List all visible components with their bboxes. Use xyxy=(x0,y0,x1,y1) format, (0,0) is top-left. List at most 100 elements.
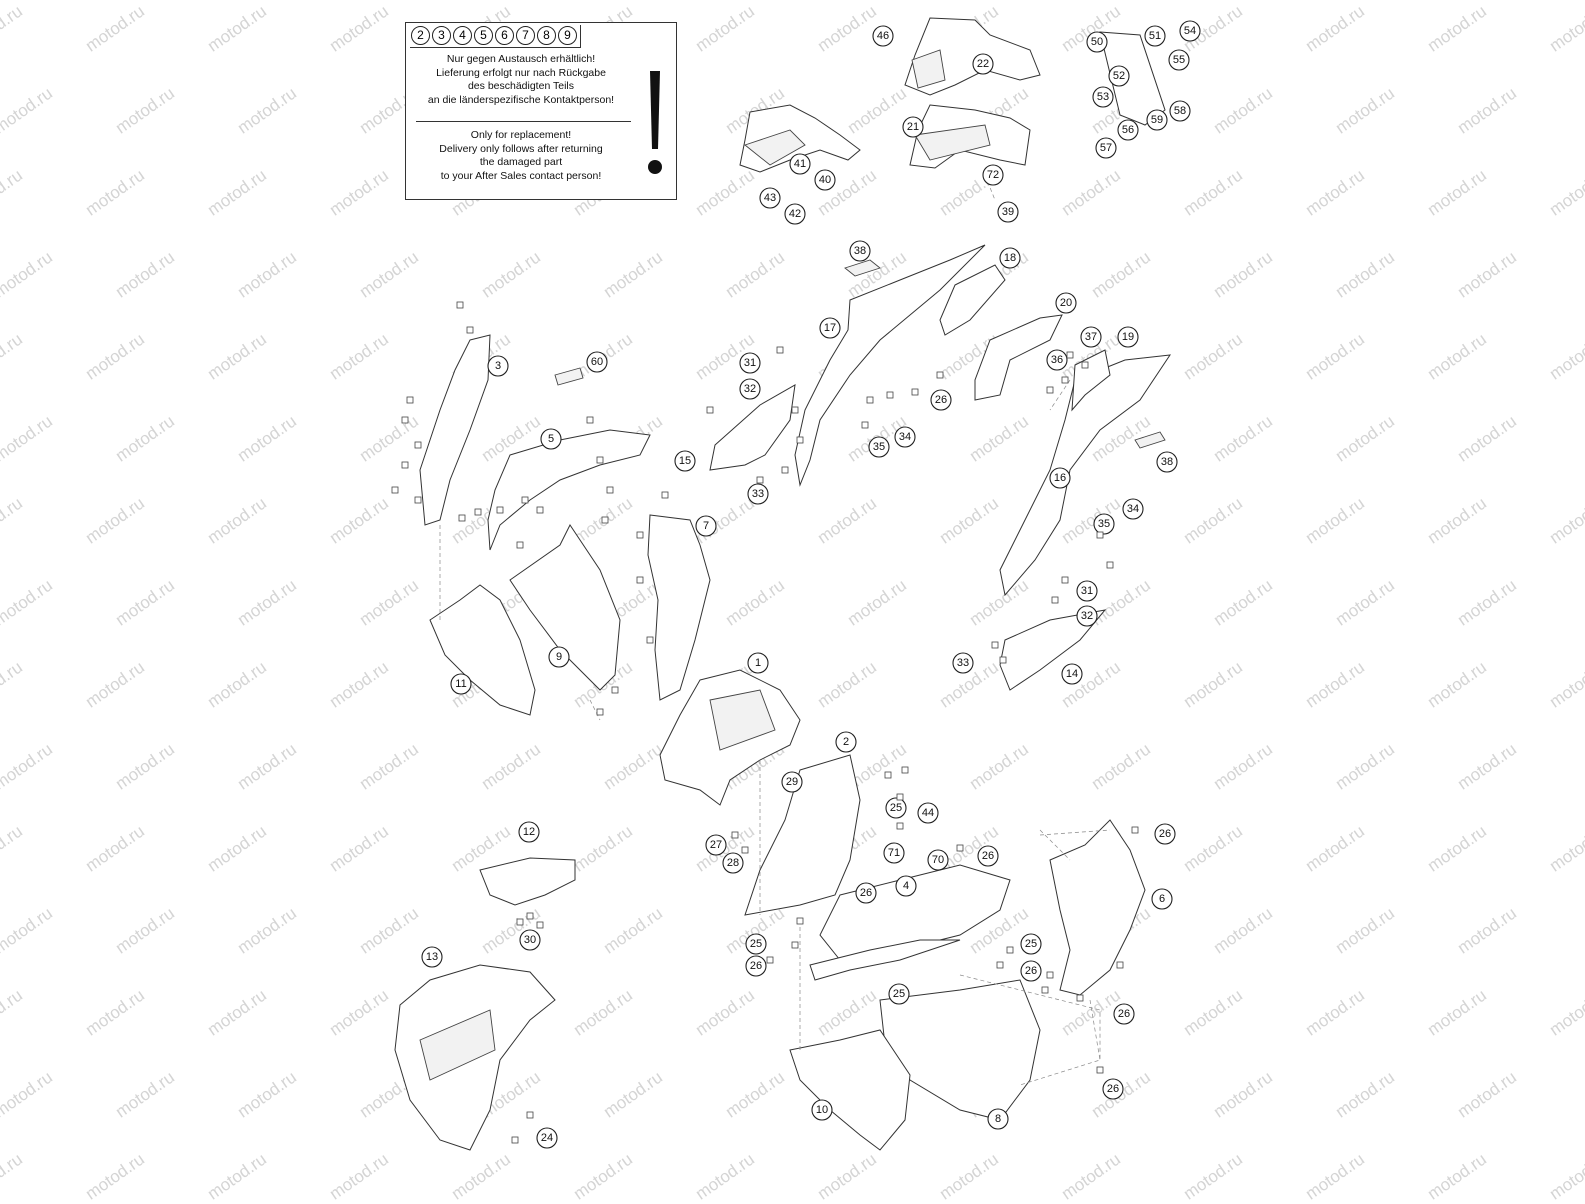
callout-circle xyxy=(1061,663,1083,685)
callout-number: 13 xyxy=(426,951,438,963)
callout-number: 28 xyxy=(727,857,739,869)
part-60-roller xyxy=(554,367,584,386)
bolt-icon xyxy=(731,831,739,839)
callout-circle xyxy=(999,247,1021,269)
callout-circle xyxy=(902,116,924,138)
callout-34: 34 xyxy=(894,426,916,448)
callout-51: 51 xyxy=(1144,25,1166,47)
callout-circle xyxy=(1113,1003,1135,1025)
callout-55: 55 xyxy=(1168,49,1190,71)
bolt-icon xyxy=(511,1136,519,1144)
callout-circle xyxy=(1102,1078,1124,1100)
callout-number: 53 xyxy=(1097,91,1109,103)
bolt-icon xyxy=(866,396,874,404)
callout-circle xyxy=(1076,605,1098,627)
callout-26: 26 xyxy=(745,955,767,977)
callout-circle xyxy=(1095,137,1117,159)
callout-circle xyxy=(982,164,1004,186)
callout-number: 2 xyxy=(843,736,849,748)
part-21-detail xyxy=(914,124,991,161)
callout-circle xyxy=(1086,31,1108,53)
bolt-icon xyxy=(661,491,669,499)
callout-number: 12 xyxy=(523,826,535,838)
callout-circle xyxy=(1020,960,1042,982)
bolt-icon xyxy=(1051,596,1059,604)
bolt-icon xyxy=(1096,1066,1104,1074)
callout-41: 41 xyxy=(789,153,811,175)
callout-43: 43 xyxy=(759,187,781,209)
bolt-icon xyxy=(756,476,764,484)
callout-number: 54 xyxy=(1184,25,1196,37)
notice-german-line: Nur gegen Austausch erhältlich! xyxy=(446,53,596,65)
callout-15: 15 xyxy=(674,450,696,472)
bolt-icon xyxy=(606,486,614,494)
callout-12: 12 xyxy=(518,821,540,843)
callout-number: 14 xyxy=(1066,668,1078,680)
callout-circle xyxy=(1154,823,1176,845)
callout-36: 36 xyxy=(1046,349,1068,371)
callout-number: 50 xyxy=(1091,36,1103,48)
callout-circle xyxy=(972,53,994,75)
callout-circle xyxy=(739,378,761,400)
callout-number: 58 xyxy=(1174,105,1186,117)
callout-number: 25 xyxy=(893,988,905,1000)
callout-46: 46 xyxy=(872,25,894,47)
callout-circle xyxy=(1168,49,1190,71)
callout-circle xyxy=(586,351,608,373)
notice-english-text: Only for replacement!Delivery only follo… xyxy=(406,129,636,183)
callout-circle xyxy=(1122,498,1144,520)
bolt-icon xyxy=(796,917,804,925)
bolt-icon xyxy=(991,641,999,649)
part-19-bracket xyxy=(1071,349,1111,412)
callout-circle xyxy=(745,933,767,955)
bolt-icon xyxy=(956,844,964,852)
callout-28: 28 xyxy=(722,852,744,874)
callout-circle xyxy=(917,802,939,824)
bolt-icon xyxy=(1041,986,1049,994)
callout-31: 31 xyxy=(1076,580,1098,602)
callout-circle xyxy=(747,483,769,505)
part-3-fairing-upper-left xyxy=(419,334,491,526)
callout-number: 44 xyxy=(922,807,934,819)
notice-number-2: 2 xyxy=(411,26,430,45)
callout-33: 33 xyxy=(747,483,769,505)
callout-number: 26 xyxy=(935,394,947,406)
callout-number: 27 xyxy=(710,839,722,851)
callout-number: 26 xyxy=(1107,1083,1119,1095)
callout-38: 38 xyxy=(849,240,871,262)
bolt-icon xyxy=(901,766,909,774)
callout-circle xyxy=(819,317,841,339)
callout-circle xyxy=(883,842,905,864)
callout-number: 15 xyxy=(679,455,691,467)
callout-number: 42 xyxy=(789,208,801,220)
callout-circle xyxy=(739,352,761,374)
callout-circle xyxy=(789,153,811,175)
callout-3: 3 xyxy=(487,355,509,377)
notice-separator xyxy=(416,121,631,122)
callout-number: 51 xyxy=(1149,30,1161,42)
part-drawings xyxy=(394,17,1172,1151)
callout-5: 5 xyxy=(540,428,562,450)
callout-number: 34 xyxy=(1127,503,1139,515)
bolt-icon xyxy=(391,486,399,494)
callout-circle xyxy=(1146,109,1168,131)
bolt-icon xyxy=(1081,361,1089,369)
callout-26: 26 xyxy=(1102,1078,1124,1100)
callout-number: 30 xyxy=(524,934,536,946)
callout-circle xyxy=(487,355,509,377)
bolt-icon xyxy=(536,506,544,514)
notice-english-line: Delivery only follows after returning xyxy=(439,142,603,155)
bolt-icon xyxy=(596,456,604,464)
callout-26: 26 xyxy=(930,389,952,411)
callout-number: 25 xyxy=(750,938,762,950)
part-4-strip xyxy=(809,939,961,981)
bolt-icon xyxy=(601,516,609,524)
callout-10: 10 xyxy=(811,1099,833,1121)
callout-25: 25 xyxy=(1020,933,1042,955)
callout-16: 16 xyxy=(1049,467,1071,489)
callout-circle xyxy=(811,1099,833,1121)
callout-72: 72 xyxy=(982,164,1004,186)
callout-circle xyxy=(930,389,952,411)
